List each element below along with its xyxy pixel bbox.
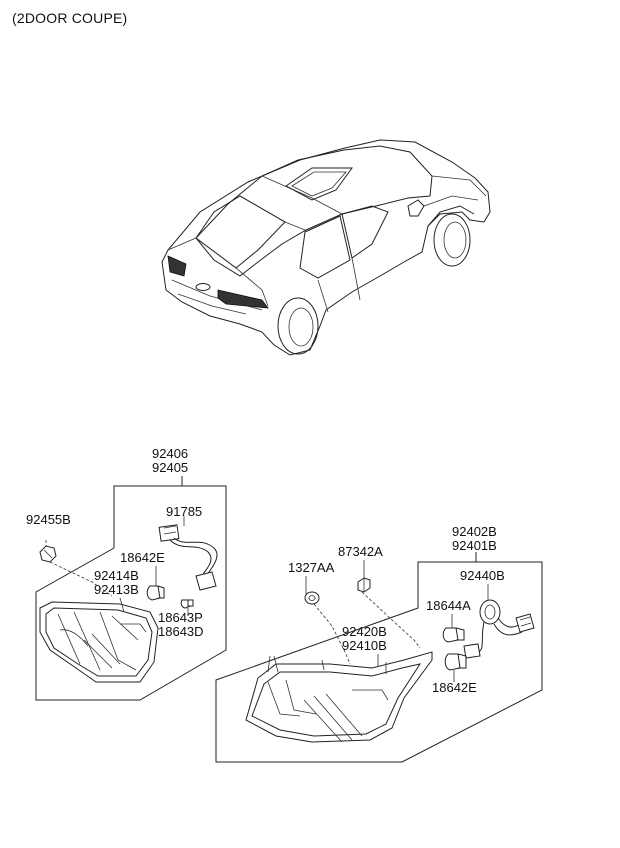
left-lamp-housing-icon — [39, 601, 159, 683]
label-92402b: 92402B — [452, 524, 497, 539]
label-18644a: 18644A — [426, 598, 471, 613]
car-illustration — [161, 139, 491, 356]
right-lamp-housing-icon — [245, 651, 433, 743]
bulb-18644a-icon — [442, 627, 465, 643]
label-1327aa: 1327AA — [288, 560, 335, 575]
label-92413b: 92413B — [94, 582, 139, 597]
wiring-harness-91785-icon — [158, 524, 218, 591]
label-18643p: 18643P — [158, 610, 203, 625]
left-lamp-assembly: 92406 92405 92455B 91785 18642E 92414B 9… — [26, 446, 227, 701]
bulb-18642e-right-icon — [444, 653, 467, 671]
label-87342a: 87342A — [338, 544, 383, 559]
label-92440b: 92440B — [460, 568, 505, 583]
right-tail-lamp-icon — [217, 289, 269, 309]
label-92410b: 92410B — [342, 638, 387, 653]
right-lamp-assembly: 92402B 92401B 87342A 1327AA 92440B 18644… — [215, 524, 543, 763]
label-92405: 92405 — [152, 460, 188, 475]
bulb-18643-icon — [180, 599, 194, 609]
diagram-caption: (2DOOR COUPE) — [12, 10, 128, 26]
socket-92455b-icon — [39, 545, 57, 563]
label-92401b: 92401B — [452, 538, 497, 553]
label-92455b: 92455B — [26, 512, 71, 527]
nut-87342a-icon — [357, 577, 371, 593]
label-92406: 92406 — [152, 446, 188, 461]
label-18642e-right: 18642E — [432, 680, 477, 695]
grommet-1327aa-icon — [304, 591, 320, 605]
label-18642e-left: 18642E — [120, 550, 165, 565]
label-92420b: 92420B — [342, 624, 387, 639]
label-18643d: 18643D — [158, 624, 204, 639]
left-tail-lamp-icon — [167, 255, 187, 277]
bulb-18642e-left-icon — [146, 585, 165, 601]
label-92414b: 92414B — [94, 568, 139, 583]
label-91785: 91785 — [166, 504, 202, 519]
socket-wiring-92440b-icon — [463, 599, 535, 659]
